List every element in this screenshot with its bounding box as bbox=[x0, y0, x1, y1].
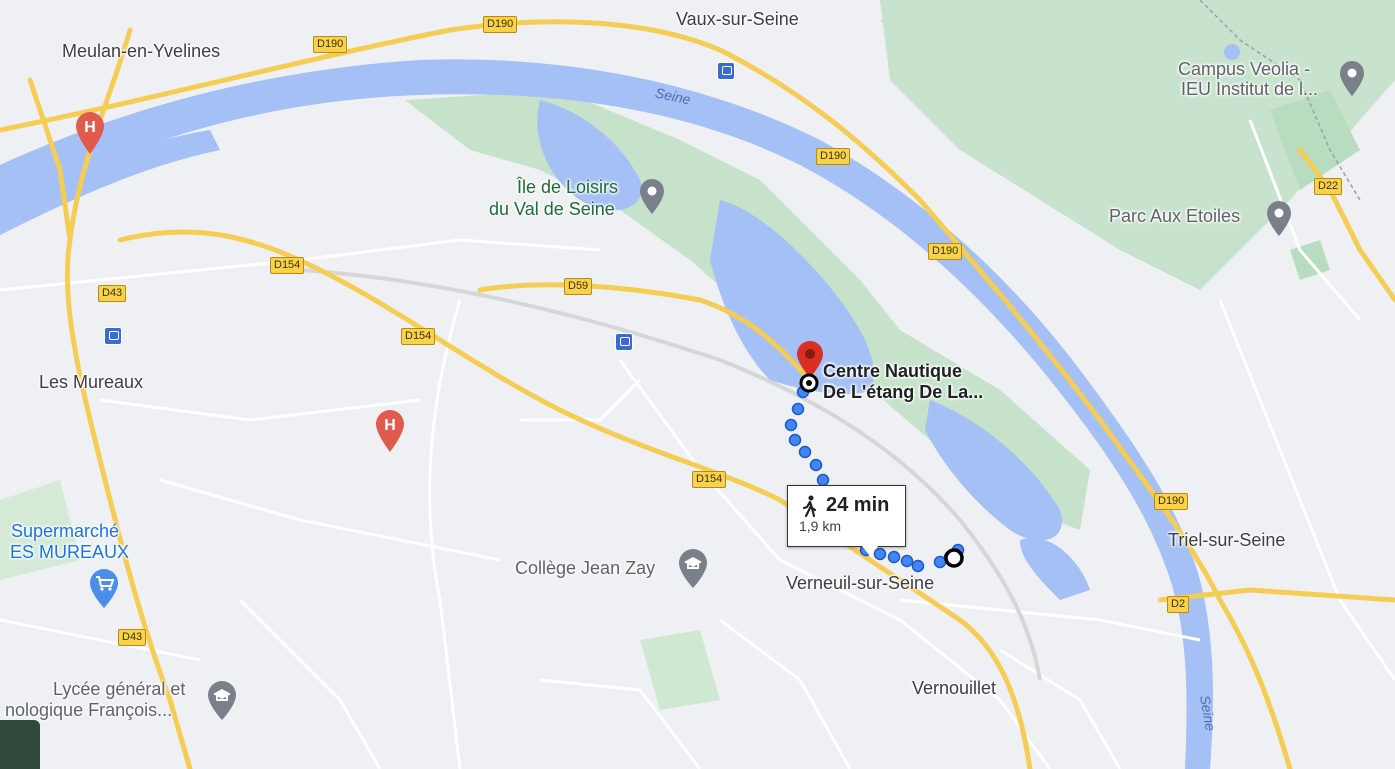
hospital-icon[interactable]: H bbox=[74, 110, 106, 154]
route-destination-marker[interactable] bbox=[799, 373, 819, 393]
park-area bbox=[0, 480, 80, 580]
hospital-icon[interactable]: H bbox=[374, 408, 406, 452]
poi-label[interactable]: nologique François... bbox=[5, 700, 173, 720]
walking-person-icon bbox=[802, 495, 817, 517]
place-label[interactable]: Les Mureaux bbox=[39, 372, 144, 392]
route-dot bbox=[911, 559, 925, 573]
route-info-box[interactable]: 24 min 1,9 km bbox=[787, 485, 906, 556]
svg-text:H: H bbox=[84, 119, 96, 136]
road-shield: D190 bbox=[816, 148, 851, 165]
route-dot bbox=[809, 458, 823, 472]
boundary-line bbox=[1199, 0, 1361, 201]
road-shield: D43 bbox=[118, 629, 147, 646]
park-label[interactable]: Île de Loisirs bbox=[517, 177, 619, 197]
shopping-cart-icon[interactable] bbox=[89, 568, 119, 608]
train-icon[interactable] bbox=[615, 333, 633, 351]
lake bbox=[710, 200, 874, 395]
road-shield: D190 bbox=[483, 16, 518, 33]
road-shield: D154 bbox=[692, 471, 727, 488]
layer-toggle-thumbnail[interactable] bbox=[0, 720, 40, 769]
gray-poi-icon[interactable] bbox=[639, 178, 665, 214]
road-shield: D22 bbox=[1314, 178, 1343, 195]
road-shield: D190 bbox=[928, 243, 963, 260]
road-shield: D190 bbox=[313, 36, 348, 53]
road-shield: D2 bbox=[1167, 596, 1190, 613]
poi-label[interactable]: Supermarché bbox=[11, 521, 120, 541]
road-shield: D43 bbox=[98, 285, 127, 302]
place-label[interactable]: Meulan-en-Yvelines bbox=[62, 41, 221, 61]
lake bbox=[1020, 538, 1090, 600]
gray-poi-icon[interactable] bbox=[1339, 60, 1365, 96]
route-dot bbox=[900, 554, 914, 568]
svg-text:H: H bbox=[384, 417, 396, 434]
park-area bbox=[640, 630, 720, 710]
poi-label[interactable]: Lycée général et bbox=[53, 679, 186, 699]
place-label[interactable]: Vaux-sur-Seine bbox=[676, 9, 799, 29]
poi-label[interactable]: Collège Jean Zay bbox=[515, 558, 656, 578]
road-shield: D59 bbox=[564, 278, 593, 295]
place-label[interactable]: Verneuil-sur-Seine bbox=[786, 573, 935, 593]
road-shield: D190 bbox=[1154, 493, 1189, 510]
poi-label[interactable]: ES MUREAUX bbox=[10, 542, 130, 562]
forest-area bbox=[1270, 90, 1360, 190]
road-shield: D154 bbox=[270, 257, 305, 274]
red-location-pin-icon[interactable] bbox=[796, 340, 824, 378]
minor-roads bbox=[0, 119, 1395, 769]
route-distance: 1,9 km bbox=[799, 518, 842, 534]
school-icon[interactable] bbox=[207, 680, 237, 720]
route-dot bbox=[887, 550, 901, 564]
destination-label[interactable]: Centre Nautique bbox=[823, 361, 963, 381]
destination-label[interactable]: De L'étang De La... bbox=[823, 382, 984, 402]
pond bbox=[1224, 44, 1240, 60]
lake bbox=[925, 400, 1062, 541]
poi-label[interactable]: IEU Institut de l... bbox=[1181, 79, 1319, 99]
school-icon[interactable] bbox=[678, 548, 708, 588]
road-shield: D154 bbox=[401, 328, 436, 345]
railway bbox=[299, 268, 1042, 681]
park-area bbox=[880, 0, 1000, 80]
place-label[interactable]: Triel-sur-Seine bbox=[1168, 530, 1286, 550]
lake bbox=[537, 100, 642, 211]
route-dot bbox=[816, 473, 830, 487]
train-icon[interactable] bbox=[104, 327, 122, 345]
route-duration: 24 min bbox=[826, 494, 890, 516]
train-icon[interactable] bbox=[717, 62, 735, 80]
poi-label[interactable]: Parc Aux Etoiles bbox=[1109, 206, 1241, 226]
place-label[interactable]: Vernouillet bbox=[912, 678, 997, 698]
river-branch bbox=[0, 130, 220, 235]
poi-label[interactable]: Campus Veolia - bbox=[1178, 59, 1311, 79]
route-dot bbox=[784, 418, 798, 432]
route-dot bbox=[788, 433, 802, 447]
seine-river bbox=[0, 59, 1213, 769]
route-dot bbox=[791, 402, 805, 416]
gray-poi-icon[interactable] bbox=[1266, 200, 1292, 236]
route-origin-marker[interactable] bbox=[943, 547, 965, 569]
park-label[interactable]: du Val de Seine bbox=[489, 199, 615, 219]
forest-area bbox=[880, 0, 1395, 290]
route-dot bbox=[798, 445, 812, 459]
